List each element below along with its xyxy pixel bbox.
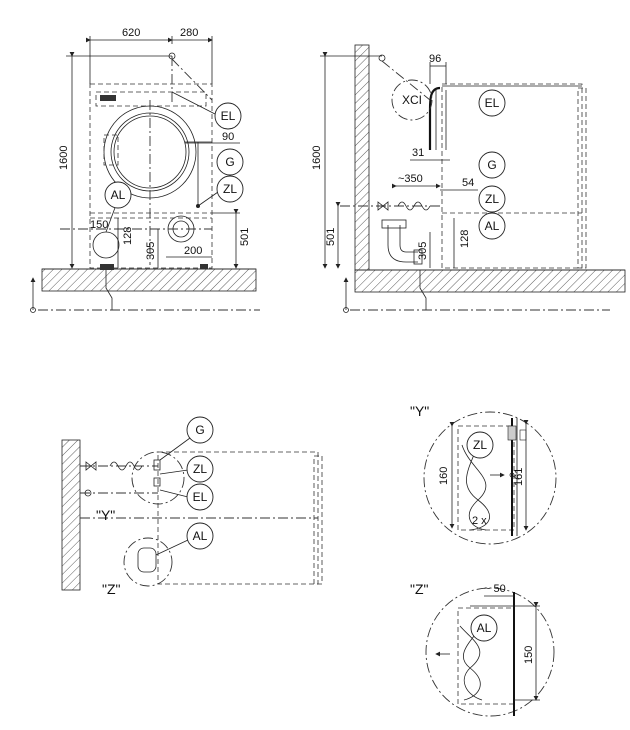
dim-501-side: 501 — [325, 228, 337, 246]
label-zl-top: ZL — [159, 455, 214, 483]
machine-side-outline — [441, 83, 583, 269]
dim-90: 90 — [222, 131, 234, 143]
dim-50: ~ 50 — [484, 583, 506, 595]
label-g-top: G — [159, 416, 214, 461]
svg-text:G: G — [225, 155, 234, 169]
machine-outline — [89, 83, 213, 269]
dim-1600: 1600 — [58, 146, 70, 170]
label-al-side: AL — [478, 212, 506, 240]
wall-hatch-top — [61, 439, 81, 591]
dim-150-detail: 150 — [523, 646, 535, 664]
dim-31: 31 — [412, 147, 424, 159]
detail-y-circle — [423, 411, 557, 545]
label-zl-front: ZL — [197, 175, 244, 207]
caption-y-top: "Y" — [96, 507, 115, 523]
svg-text:AL: AL — [111, 188, 126, 202]
dim-305: 305 — [145, 242, 157, 260]
label-zl-detail: ZL — [466, 431, 494, 459]
top-view: G ZL EL AL "Y" "Z" — [61, 416, 323, 597]
wall-hatch — [354, 44, 370, 271]
svg-text:EL: EL — [485, 96, 500, 110]
svg-text:ZL: ZL — [485, 192, 499, 206]
label-g-front: G — [216, 148, 244, 176]
detail-z: "Z" AL ~ 50 150 — [410, 581, 555, 717]
svg-text:G: G — [195, 423, 204, 437]
svg-text:XCI: XCI — [402, 93, 422, 107]
label-xci: XCI — [402, 93, 422, 107]
caption-z-detail: "Z" — [410, 581, 429, 597]
side-view: 96 1600 31 ~350 54 501 305 128 XCI EL G … — [311, 44, 626, 313]
dim-350: ~350 — [398, 173, 423, 185]
svg-text:AL: AL — [485, 219, 500, 233]
label-el-front: EL — [171, 91, 242, 130]
label-al-top: AL — [155, 522, 214, 556]
svg-text:ZL: ZL — [223, 182, 237, 196]
svg-text:ZL: ZL — [193, 462, 207, 476]
detail-y: "Y" ZL 160 161 2 x — [410, 403, 557, 545]
dim-160: 160 — [438, 467, 450, 485]
label-el-side: EL — [478, 89, 506, 117]
svg-text:AL: AL — [477, 621, 492, 635]
dim-501: 501 — [239, 228, 251, 246]
dim-305-side: 305 — [417, 242, 429, 260]
dim-128: 128 — [122, 227, 134, 245]
dim-200: 200 — [184, 245, 202, 257]
svg-text:AL: AL — [193, 529, 208, 543]
dim-54: 54 — [462, 177, 474, 189]
front-view: 620 280 1600 90 150 128 305 200 501 EL G — [30, 27, 260, 313]
svg-text:G: G — [487, 158, 496, 172]
label-al-detail: AL — [470, 614, 498, 642]
svg-text:ZL: ZL — [473, 438, 487, 452]
dim-128-side: 128 — [459, 230, 471, 248]
dim-96: 96 — [429, 53, 441, 65]
detail-z-circle — [425, 587, 555, 717]
note-2x: 2 x — [472, 515, 487, 527]
caption-y-detail: "Y" — [410, 403, 429, 419]
dim-620: 620 — [122, 27, 140, 39]
dim-161: 161 — [513, 468, 525, 486]
svg-text:EL: EL — [193, 490, 208, 504]
label-g-side: G — [478, 151, 506, 179]
floor-hatch-side — [354, 269, 626, 293]
label-zl-side: ZL — [478, 185, 506, 213]
dim-280: 280 — [180, 27, 198, 39]
caption-z-top: "Z" — [102, 581, 121, 597]
dim-1600-side: 1600 — [311, 146, 323, 170]
dim-150: 150 — [90, 219, 108, 231]
floor-hatch — [41, 268, 257, 292]
label-al-front: AL — [104, 181, 132, 233]
svg-text:EL: EL — [221, 109, 236, 123]
label-el-top: EL — [159, 483, 214, 511]
